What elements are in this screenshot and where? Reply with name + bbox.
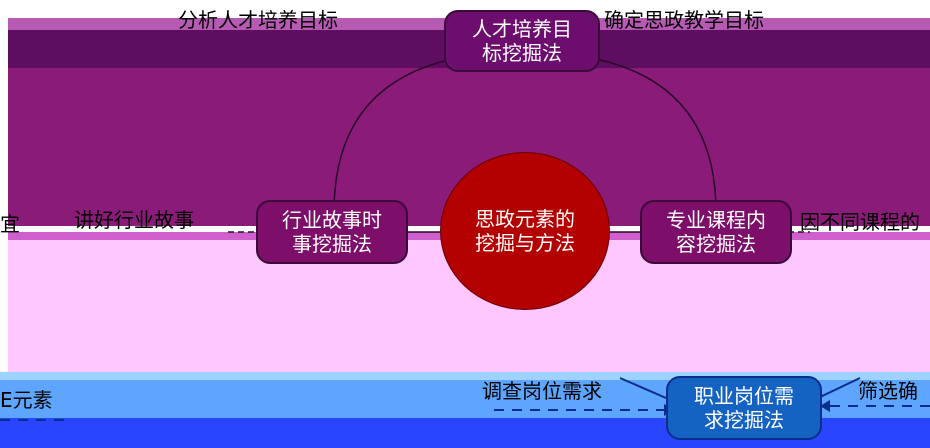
arrow-bottom-right <box>817 377 861 399</box>
label-define-teaching-goals: 确定思政教学目标 <box>604 8 764 32</box>
light-blue-strip <box>0 372 930 380</box>
node-job-requirement-method: 职业岗位需 求挖掘法 <box>666 376 822 440</box>
node-industry-story-method: 行业故事时 事挖掘法 <box>256 200 408 264</box>
node-top-line2: 标挖掘法 <box>482 41 562 65</box>
center-line1: 思政元素的 <box>475 207 575 231</box>
label-edge-bottom: E元素 <box>0 388 53 412</box>
node-bottom-line2: 求挖掘法 <box>704 408 784 432</box>
label-different-courses: 因不同课程的 <box>800 210 920 234</box>
node-left-line1: 行业故事时 <box>282 208 382 232</box>
node-bottom-line1: 职业岗位需 <box>694 384 794 408</box>
node-right-line2: 容挖掘法 <box>676 232 756 256</box>
node-course-content-method: 专业课程内 容挖掘法 <box>640 200 792 264</box>
center-line2: 挖掘与方法 <box>475 231 575 255</box>
node-left-line2: 事挖掘法 <box>292 232 372 256</box>
node-right-line1: 专业课程内 <box>666 208 766 232</box>
center-circle-ideological-elements: 思政元素的 挖掘与方法 <box>440 152 610 310</box>
label-filter-confirm: 筛选确 <box>858 379 918 403</box>
label-analyze-talent-goals: 分析人才培养目标 <box>178 8 338 32</box>
node-talent-goal-method: 人才培养目 标挖掘法 <box>444 10 600 72</box>
arrowhead-right-icon <box>820 400 830 412</box>
label-survey-job-needs: 调查岗位需求 <box>482 379 602 403</box>
label-edge-left: 宜 <box>0 212 20 236</box>
node-top-line1: 人才培养目 <box>472 17 572 41</box>
label-industry-stories: 讲好行业故事 <box>74 208 194 232</box>
arrow-bottom-left <box>619 377 667 399</box>
